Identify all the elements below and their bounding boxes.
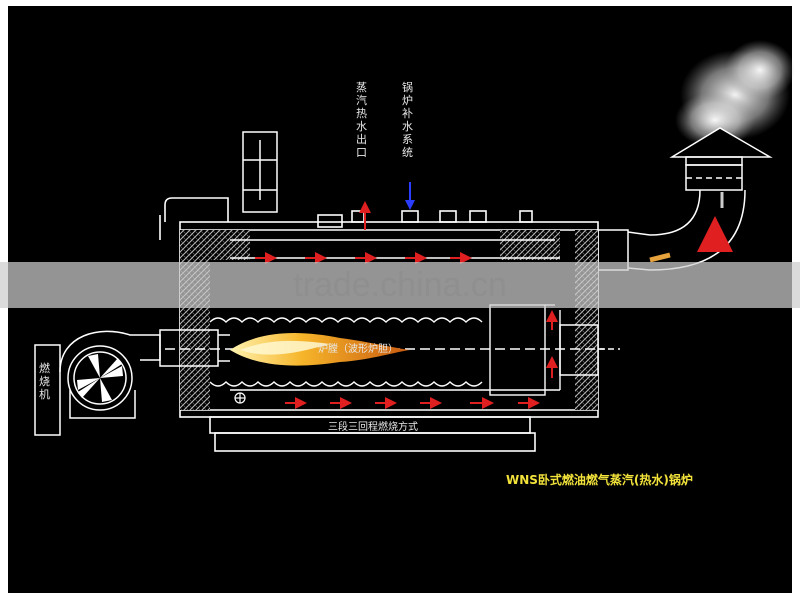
- watermark-band: [0, 262, 800, 308]
- label-flow-method: 三段三回程燃烧方式: [328, 422, 418, 433]
- smoke-icon: [675, 40, 795, 148]
- diagram-title: WNS卧式燃油燃气蒸汽(热水)锅炉: [506, 473, 693, 487]
- feedwater-arrow: [405, 182, 415, 210]
- watermark-text: trade.china.cn: [293, 266, 507, 304]
- rear-outlet: [559, 324, 620, 376]
- label-steam-outlet: 蒸汽热水出口: [356, 81, 367, 159]
- label-burner: 燃烧机: [39, 362, 50, 401]
- label-furnace: 炉膛（波形炉胆）: [318, 344, 398, 355]
- rear-refractory: [575, 230, 598, 410]
- flue-arrows: [649, 192, 733, 263]
- plus-symbol: [234, 392, 246, 404]
- burner: [34, 329, 230, 436]
- control-cabinet: [242, 131, 278, 213]
- chimney: [597, 127, 773, 271]
- flame-icon: [230, 333, 410, 366]
- bottom-pass-arrows: [255, 252, 558, 409]
- front-refractory: [180, 230, 210, 410]
- fan-icon: [77, 354, 123, 402]
- label-feedwater-system: 锅炉补水系统: [402, 81, 413, 159]
